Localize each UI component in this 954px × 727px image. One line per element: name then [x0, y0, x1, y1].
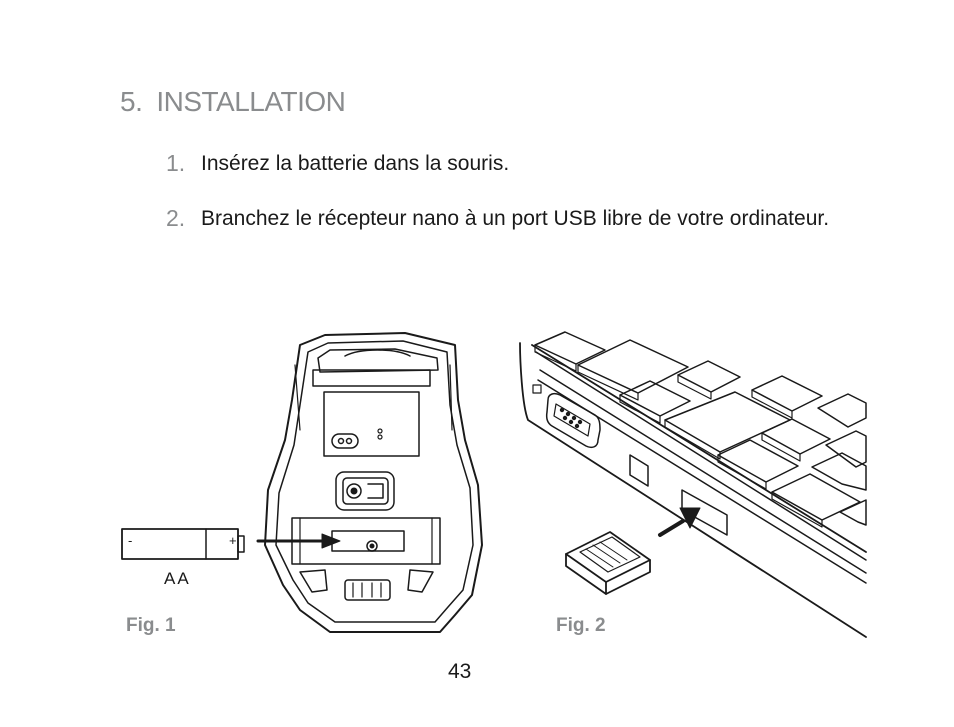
step-2: 2. Branchez le récepteur nano à un port … — [166, 202, 891, 235]
key — [677, 360, 741, 393]
page-number: 43 — [448, 660, 472, 683]
step-number: 2. — [166, 205, 186, 231]
key — [717, 439, 799, 483]
battery-label: AA — [164, 569, 191, 588]
vga-port — [545, 392, 601, 449]
step-text: Branchez le récepteur nano à un port USB… — [201, 207, 830, 230]
step-1: 1. Insérez la batterie dans la souris. — [166, 147, 891, 180]
figure-2-illustration — [519, 331, 867, 638]
usb-nano-receiver — [565, 531, 651, 595]
key — [839, 499, 867, 526]
small-port — [532, 384, 542, 394]
key — [817, 393, 867, 428]
mouse-body-inner — [275, 340, 474, 623]
key — [825, 430, 867, 468]
figure-2-caption: Fig. 2 — [556, 615, 606, 636]
key — [664, 391, 791, 453]
usb-port-1 — [629, 454, 649, 487]
mouse-bottom-switch — [344, 579, 391, 601]
mouse-bottom-pad-right — [407, 569, 434, 593]
step-number: 1. — [166, 150, 186, 176]
mouse-sensor-housing — [335, 471, 395, 511]
plug-arrow-shaft — [658, 519, 685, 537]
mouse-body-outline — [264, 332, 483, 633]
usb-port-2 — [681, 489, 728, 536]
mouse-sensor-lens — [346, 483, 362, 499]
key — [761, 418, 831, 455]
key — [811, 452, 867, 491]
key — [577, 339, 689, 394]
mouse-label-area — [323, 391, 420, 457]
mouse-top-wheel-area — [317, 348, 439, 373]
mouse-top-ridge — [344, 349, 411, 357]
mouse-bottom-pad-left — [299, 569, 328, 593]
mouse-power-switch — [331, 433, 359, 449]
key — [751, 375, 823, 412]
battery-minus: - — [128, 533, 133, 548]
step-text: Insérez la batterie dans la souris. — [201, 152, 510, 175]
section-heading: 5. INSTALLATION — [120, 86, 346, 118]
plug-arrow-head — [679, 507, 701, 529]
battery-plus: + — [229, 533, 237, 548]
key — [534, 331, 606, 365]
key — [771, 473, 861, 521]
figure-1-caption: Fig. 1 — [126, 615, 176, 636]
insert-arrow-head — [321, 533, 341, 549]
section-title: INSTALLATION — [156, 86, 346, 117]
section-number: 5. — [120, 86, 143, 117]
mouse-top-slot — [312, 369, 431, 387]
aa-battery — [121, 528, 245, 560]
key — [619, 380, 691, 417]
